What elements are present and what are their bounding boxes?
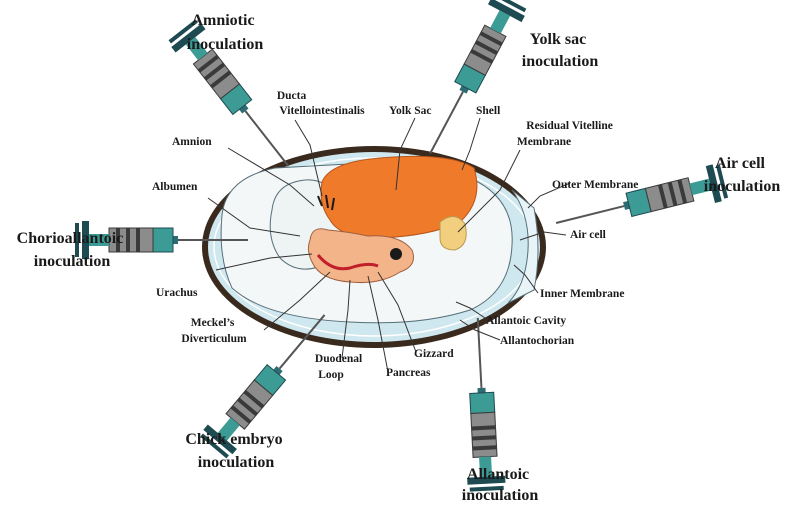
label-urachus: Urachus (156, 287, 198, 299)
label-albumen: Albumen (152, 181, 198, 193)
label-pancreas: Pancreas (386, 367, 431, 379)
label-amnion: Amnion (172, 136, 212, 148)
syringe-yolk-sac (413, 0, 528, 162)
label-allantochorian: Allantochorian (500, 335, 575, 347)
label-outer-membrane: Outer Membrane (552, 179, 638, 191)
label-air-cell-structure: Air cell (570, 229, 606, 241)
label-shell: Shell (476, 105, 500, 117)
label-residual-vitelline: Residual Vitelline Membrane (517, 120, 616, 148)
label-ducta: Ducta Vitellointestinalis (277, 90, 365, 117)
label-meckels: Meckel’s Diverticulum (181, 317, 247, 345)
label-inner-membrane: Inner Membrane (540, 288, 624, 300)
label-duodenal: Duodenal Loop (315, 353, 365, 381)
label-chick-embryo: Chick embryo inoculation (185, 431, 286, 471)
label-gizzard: Gizzard (414, 348, 454, 360)
embryo-eye (390, 248, 402, 260)
residual-vitelline (440, 216, 466, 250)
label-air-cell: Air cell inoculation (704, 155, 781, 195)
label-allantoic: Allantoic inoculation (462, 466, 539, 503)
label-yolk-sac-structure: Yolk Sac (389, 105, 432, 117)
label-yolk-sac: Yolk sac inoculation (522, 31, 599, 70)
label-allantoic-cavity: Allantoic Cavity (486, 315, 566, 327)
